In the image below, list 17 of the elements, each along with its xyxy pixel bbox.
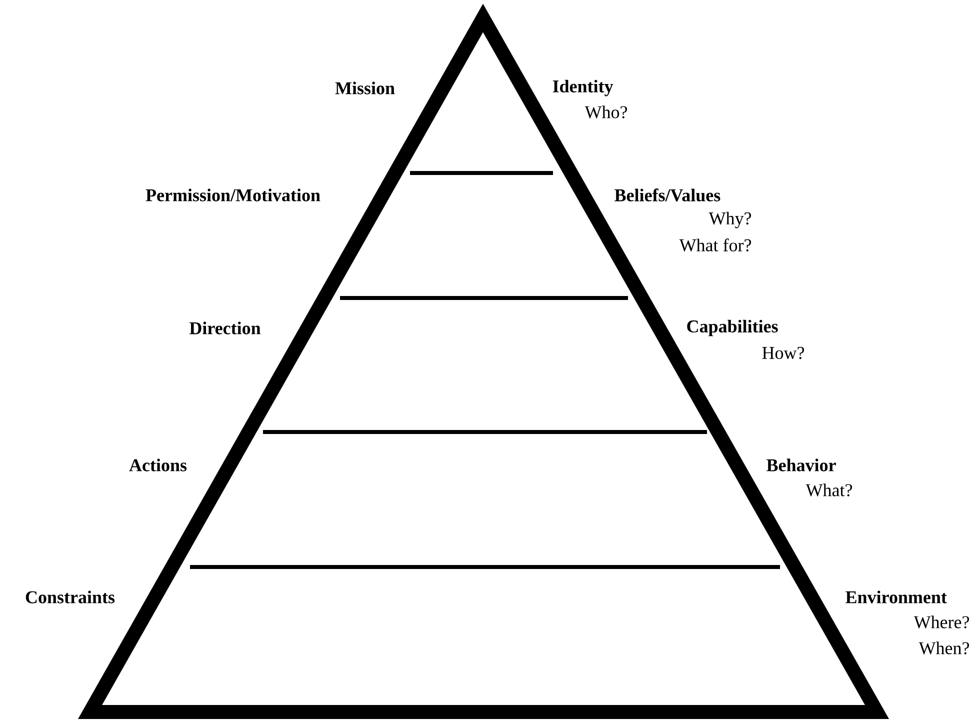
level-label: Direction bbox=[190, 322, 261, 334]
level-label: Constraints bbox=[26, 590, 115, 604]
level-label: Mission bbox=[335, 82, 395, 94]
level-label: Beliefs/Values bbox=[614, 188, 720, 202]
question-label: What for? bbox=[679, 238, 752, 252]
level-label: Identity bbox=[552, 80, 614, 96]
level-label: Capabilities bbox=[687, 320, 778, 336]
question-label: Where? bbox=[914, 616, 970, 628]
question-label: When? bbox=[918, 642, 970, 654]
question-label: Why? bbox=[708, 212, 752, 228]
question-label: What? bbox=[806, 484, 852, 496]
question-label: How? bbox=[762, 346, 804, 360]
level-label: Environment bbox=[846, 590, 947, 604]
question-label: Who? bbox=[584, 106, 627, 118]
level-label: Actions bbox=[129, 458, 187, 472]
level-label: Permission/Motivation bbox=[146, 188, 320, 202]
level-label: Behavior bbox=[766, 458, 836, 472]
